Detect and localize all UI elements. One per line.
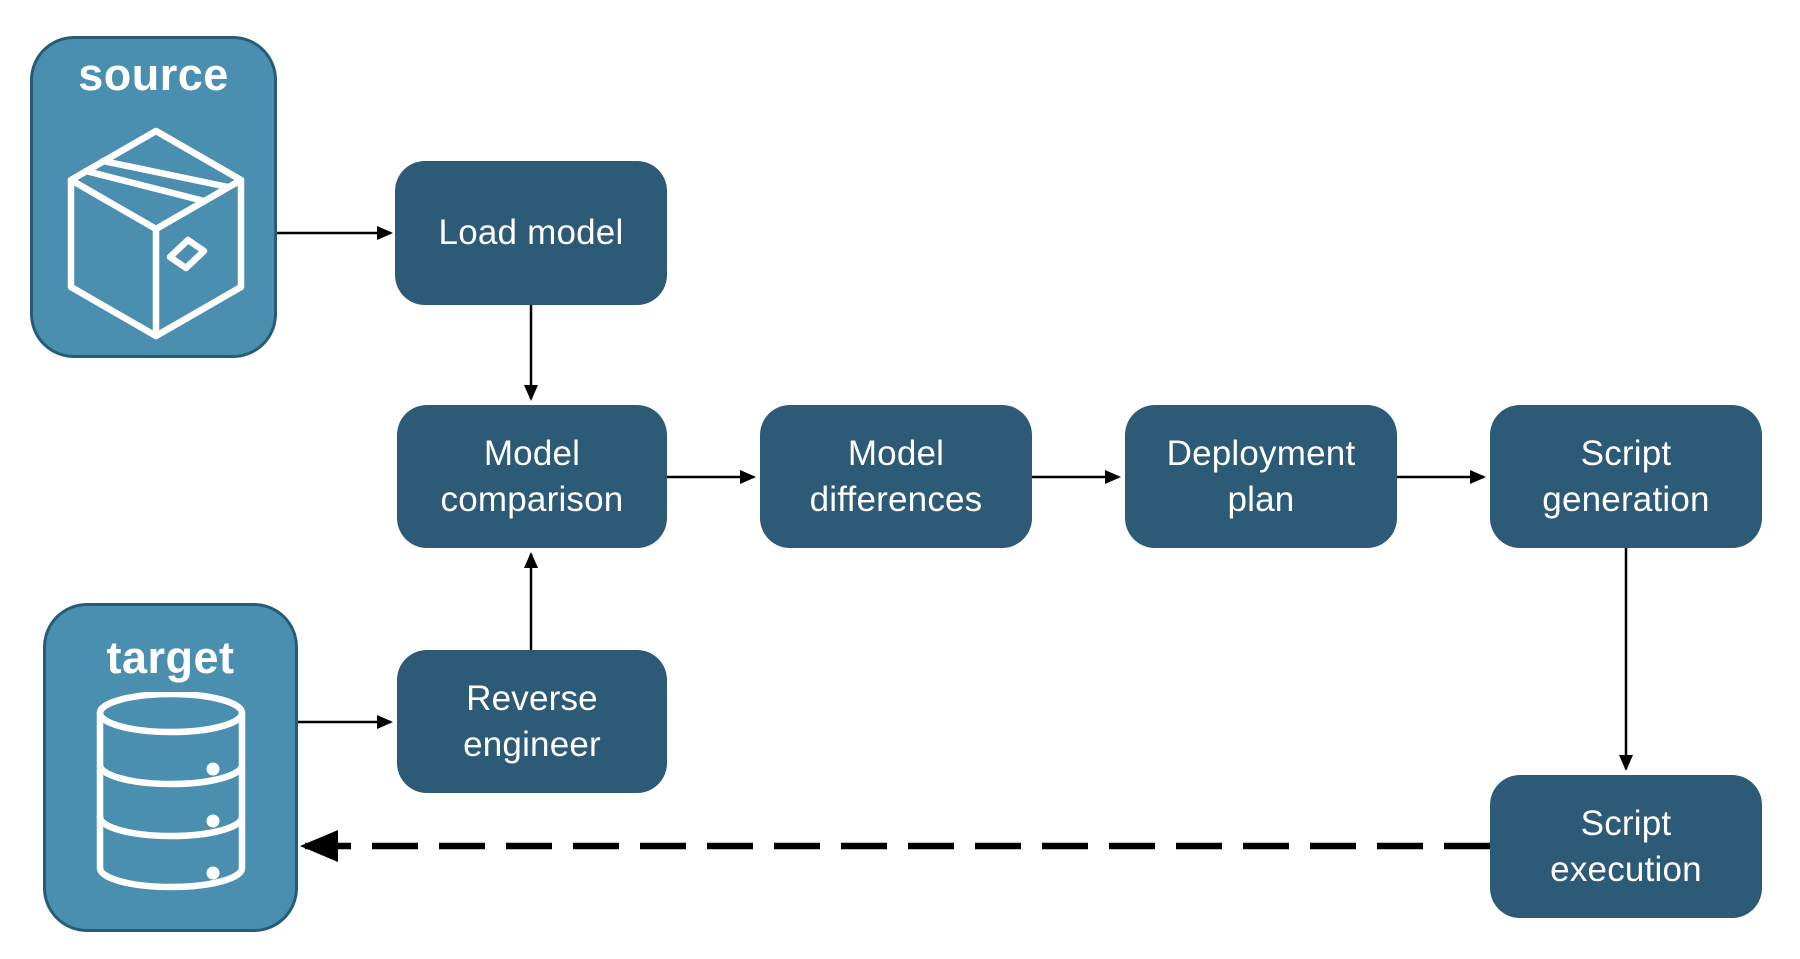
node-script-execution: Script execution bbox=[1490, 775, 1762, 918]
node-label-line2: comparison bbox=[440, 479, 624, 519]
node-label-line1: Model bbox=[483, 433, 581, 473]
node-label-line1: Script bbox=[1580, 433, 1672, 473]
node-load-model: Load model bbox=[395, 161, 667, 305]
target-label: target bbox=[106, 632, 235, 683]
node-label-line2: engineer bbox=[463, 724, 601, 764]
database-icon bbox=[96, 692, 246, 891]
node-label-line2: differences bbox=[809, 479, 983, 519]
package-icon bbox=[67, 127, 245, 340]
node-label-line1: Model bbox=[847, 433, 945, 473]
node-label-line1: Script bbox=[1580, 803, 1672, 843]
node-deployment-plan: Deployment plan bbox=[1125, 405, 1397, 548]
node-label-line1: Deployment bbox=[1166, 433, 1356, 473]
node-model-differences: Model differences bbox=[760, 405, 1032, 548]
node-label-line1: Reverse bbox=[466, 678, 598, 718]
node-label-line2: execution bbox=[1550, 849, 1702, 889]
node-label: Load model bbox=[438, 213, 624, 252]
source-label: source bbox=[78, 49, 229, 100]
node-label-line2: generation bbox=[1542, 479, 1710, 519]
node-model-comparison: Model comparison bbox=[397, 405, 667, 548]
node-reverse-engineer: Reverse engineer bbox=[397, 650, 667, 793]
node-target: target bbox=[43, 603, 298, 932]
node-label-line2: plan bbox=[1227, 479, 1295, 519]
node-source: source bbox=[30, 36, 277, 358]
node-script-generation: Script generation bbox=[1490, 405, 1762, 548]
